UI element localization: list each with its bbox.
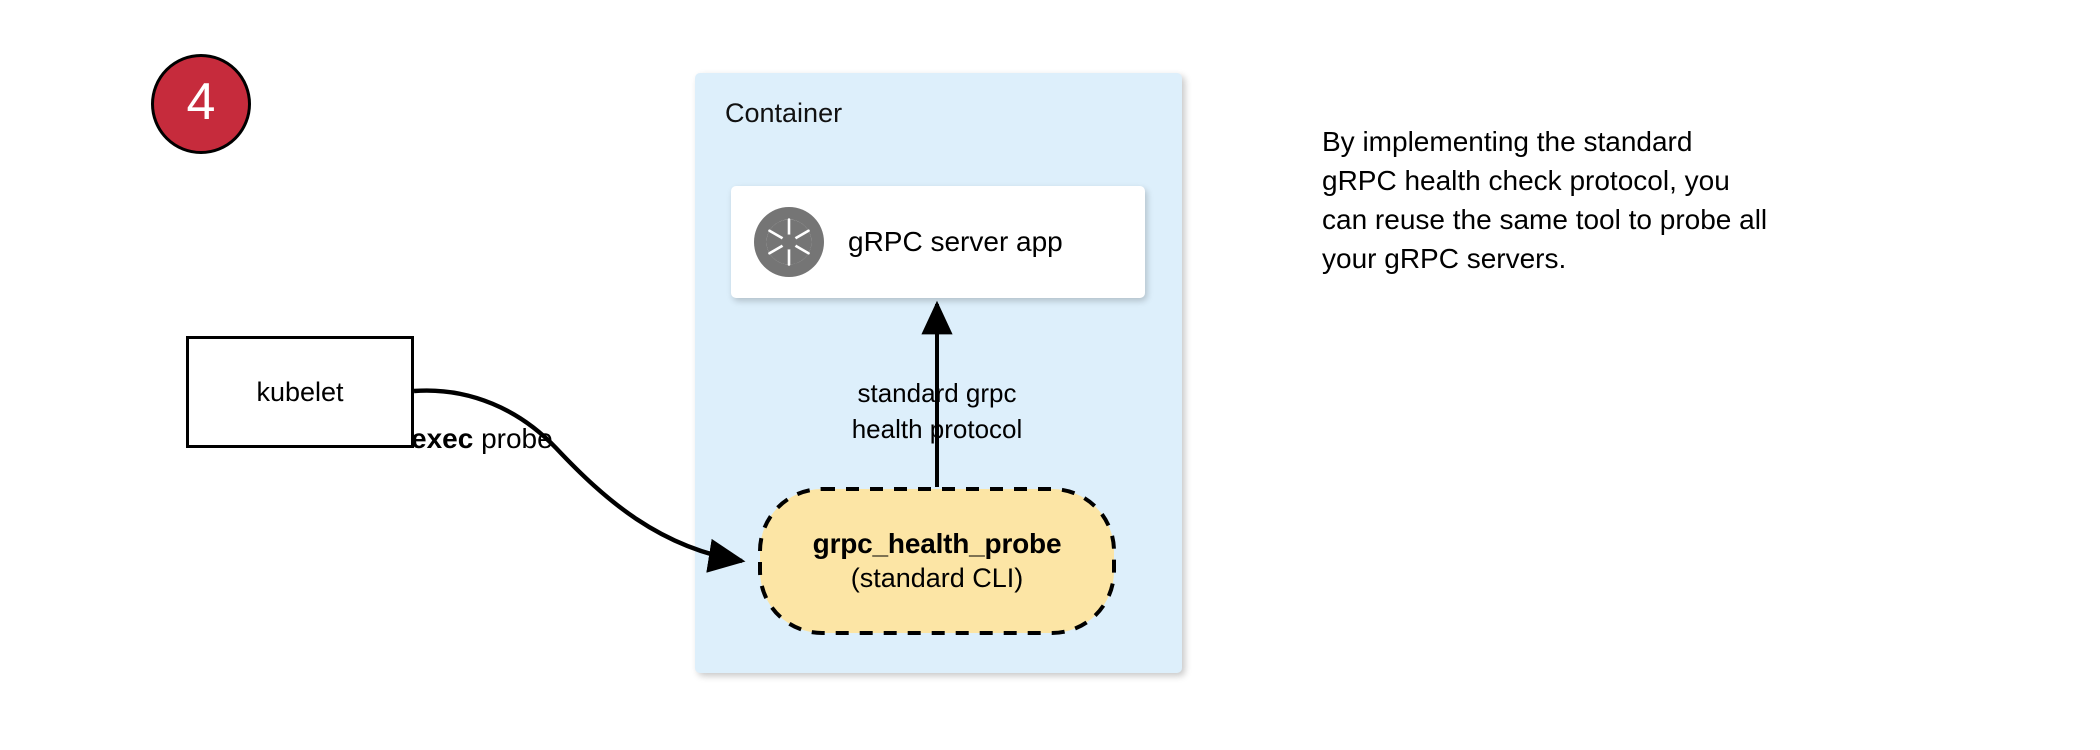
health-protocol-label-line1: standard grpc bbox=[857, 378, 1017, 408]
caption-line-2: gRPC health check protocol, you bbox=[1322, 165, 1730, 196]
health-protocol-edge-label: standard grpc health protocol bbox=[757, 375, 1117, 447]
grpc-health-probe-subtitle: (standard CLI) bbox=[850, 563, 1024, 593]
grpc-server-app-card: gRPC server app bbox=[731, 186, 1145, 298]
step-number-text: 4 bbox=[186, 73, 216, 131]
exec-probe-edge-label: exec probe bbox=[411, 425, 553, 453]
exec-probe-arrow bbox=[413, 388, 746, 573]
caption-line-3: can reuse the same tool to probe all bbox=[1322, 204, 1768, 235]
grpc-health-probe-title: grpc_health_probe bbox=[812, 528, 1062, 559]
container-label: Container bbox=[725, 98, 843, 128]
kubelet-label: kubelet bbox=[256, 376, 344, 407]
kubelet-box: kubelet bbox=[186, 336, 414, 448]
exec-probe-label-rest: probe bbox=[473, 423, 553, 454]
step-number-badge: 4 bbox=[151, 54, 251, 154]
health-protocol-label-line2: health protocol bbox=[851, 414, 1023, 444]
caption-line-1: By implementing the standard bbox=[1322, 126, 1693, 157]
caption-line-4: your gRPC servers. bbox=[1322, 243, 1567, 274]
grpc-health-probe-node: grpc_health_probe (standard CLI) bbox=[758, 487, 1116, 635]
caption-text: By implementing the standard gRPC health… bbox=[1322, 122, 1922, 278]
grpc-server-app-label: gRPC server app bbox=[848, 226, 1063, 257]
grpc-aperture-icon bbox=[753, 206, 825, 278]
exec-probe-label-bold: exec bbox=[411, 423, 474, 454]
